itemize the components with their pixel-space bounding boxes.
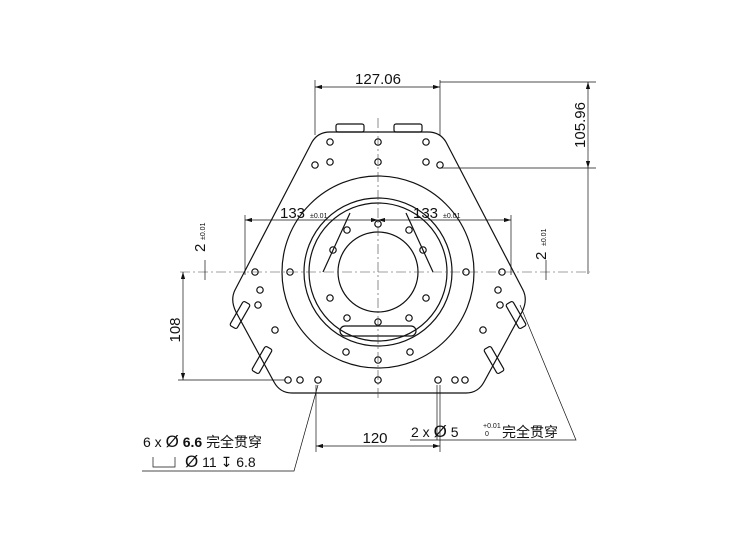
hole — [461, 376, 469, 384]
clamp — [251, 346, 273, 374]
svg-text:Ø 11 ↧ 6.8: Ø 11 ↧ 6.8 — [185, 452, 256, 471]
dim-right-offset: 2 ±0.01 — [533, 228, 550, 280]
note-left-count: 6 x — [143, 434, 162, 450]
hole — [494, 286, 502, 294]
dim-bottom-width: 120 — [315, 385, 441, 452]
clamp — [335, 123, 365, 133]
hole — [436, 161, 444, 169]
dim-right-offset-tol: ±0.01 — [541, 228, 548, 246]
dim-left-height-value: 108 — [167, 317, 184, 342]
hole — [422, 294, 430, 302]
hole — [329, 246, 337, 254]
dim-right-span-value: 133 — [413, 205, 438, 222]
svg-text:6 x Ø 6.6 完全贯穿: 6 x Ø 6.6 完全贯穿 — [143, 432, 262, 451]
note-counterbore-depth: 6.8 — [236, 454, 256, 470]
hole — [314, 376, 322, 384]
diameter-symbol: Ø — [434, 422, 447, 441]
hole — [284, 376, 292, 384]
clamp — [505, 301, 527, 329]
dim-right-span: 133 ±0.01 — [378, 205, 512, 275]
hole — [451, 376, 459, 384]
inner-ribs — [322, 212, 434, 273]
hole — [342, 348, 350, 356]
diameter-symbol: Ø — [166, 432, 179, 451]
hole — [419, 246, 427, 254]
note-right-diameter: 5 — [451, 424, 459, 440]
diameter-symbol: Ø — [185, 452, 198, 471]
dim-left-offset-value: 2 — [192, 244, 209, 252]
hole — [496, 301, 504, 309]
hole — [434, 376, 442, 384]
note-left-diameter: 6.6 — [183, 434, 203, 450]
outer-contour — [232, 131, 526, 394]
hole — [326, 138, 334, 146]
hole — [422, 158, 430, 166]
dim-left-height: 108 — [167, 272, 285, 381]
dim-left-span-tol: ±0.01 — [310, 213, 328, 220]
hole — [256, 286, 264, 294]
dim-left-offset-tol: ±0.01 — [200, 222, 207, 240]
depth-icon: ↧ — [221, 454, 233, 470]
svg-text:2 x Ø 5: 2 x Ø 5 — [411, 422, 459, 441]
hole — [271, 326, 279, 334]
dim-left-span-value: 133 — [280, 205, 305, 222]
dim-right-height: 105.96 — [440, 81, 596, 274]
note-counterbore-diameter: 11 — [202, 454, 217, 470]
clamp — [483, 346, 505, 374]
mounting-holes — [251, 138, 506, 384]
dim-left-offset: 2 ±0.01 — [192, 222, 209, 280]
note-left-holes: 6 x Ø 6.6 完全贯穿 Ø 11 ↧ 6.8 — [142, 384, 319, 472]
hole — [422, 138, 430, 146]
clamps — [229, 123, 527, 374]
hole — [326, 294, 334, 302]
hole — [406, 348, 414, 356]
hole — [254, 301, 262, 309]
note-right-count: 2 x — [411, 424, 430, 440]
dim-top-width: 127.06 — [314, 71, 441, 135]
note-right-through: 完全贯穿 — [502, 424, 558, 440]
dim-right-offset-value: 2 — [533, 252, 550, 260]
hole — [296, 376, 304, 384]
dim-bottom-width-value: 120 — [362, 430, 387, 447]
center-lines — [180, 118, 590, 400]
clamp — [229, 301, 251, 329]
hole — [405, 314, 413, 322]
note-right-tol-lower: 0 — [485, 431, 489, 438]
hole — [311, 161, 319, 169]
dim-right-height-value: 105.96 — [572, 102, 589, 148]
note-left-through: 完全贯穿 — [206, 434, 262, 450]
hole — [343, 226, 351, 234]
note-right-holes: 2 x Ø 5 +0.01 0 完全贯穿 — [410, 304, 577, 441]
hole — [343, 314, 351, 322]
note-right-tol-upper: +0.01 — [483, 423, 501, 430]
hole — [405, 226, 413, 234]
hole — [326, 158, 334, 166]
dim-right-span-tol: ±0.01 — [443, 213, 461, 220]
dim-top-width-value: 127.06 — [355, 71, 401, 88]
counterbore-icon — [152, 457, 176, 468]
dim-left-span: 133 ±0.01 — [244, 205, 378, 275]
clamp — [393, 123, 423, 133]
hole — [479, 326, 487, 334]
